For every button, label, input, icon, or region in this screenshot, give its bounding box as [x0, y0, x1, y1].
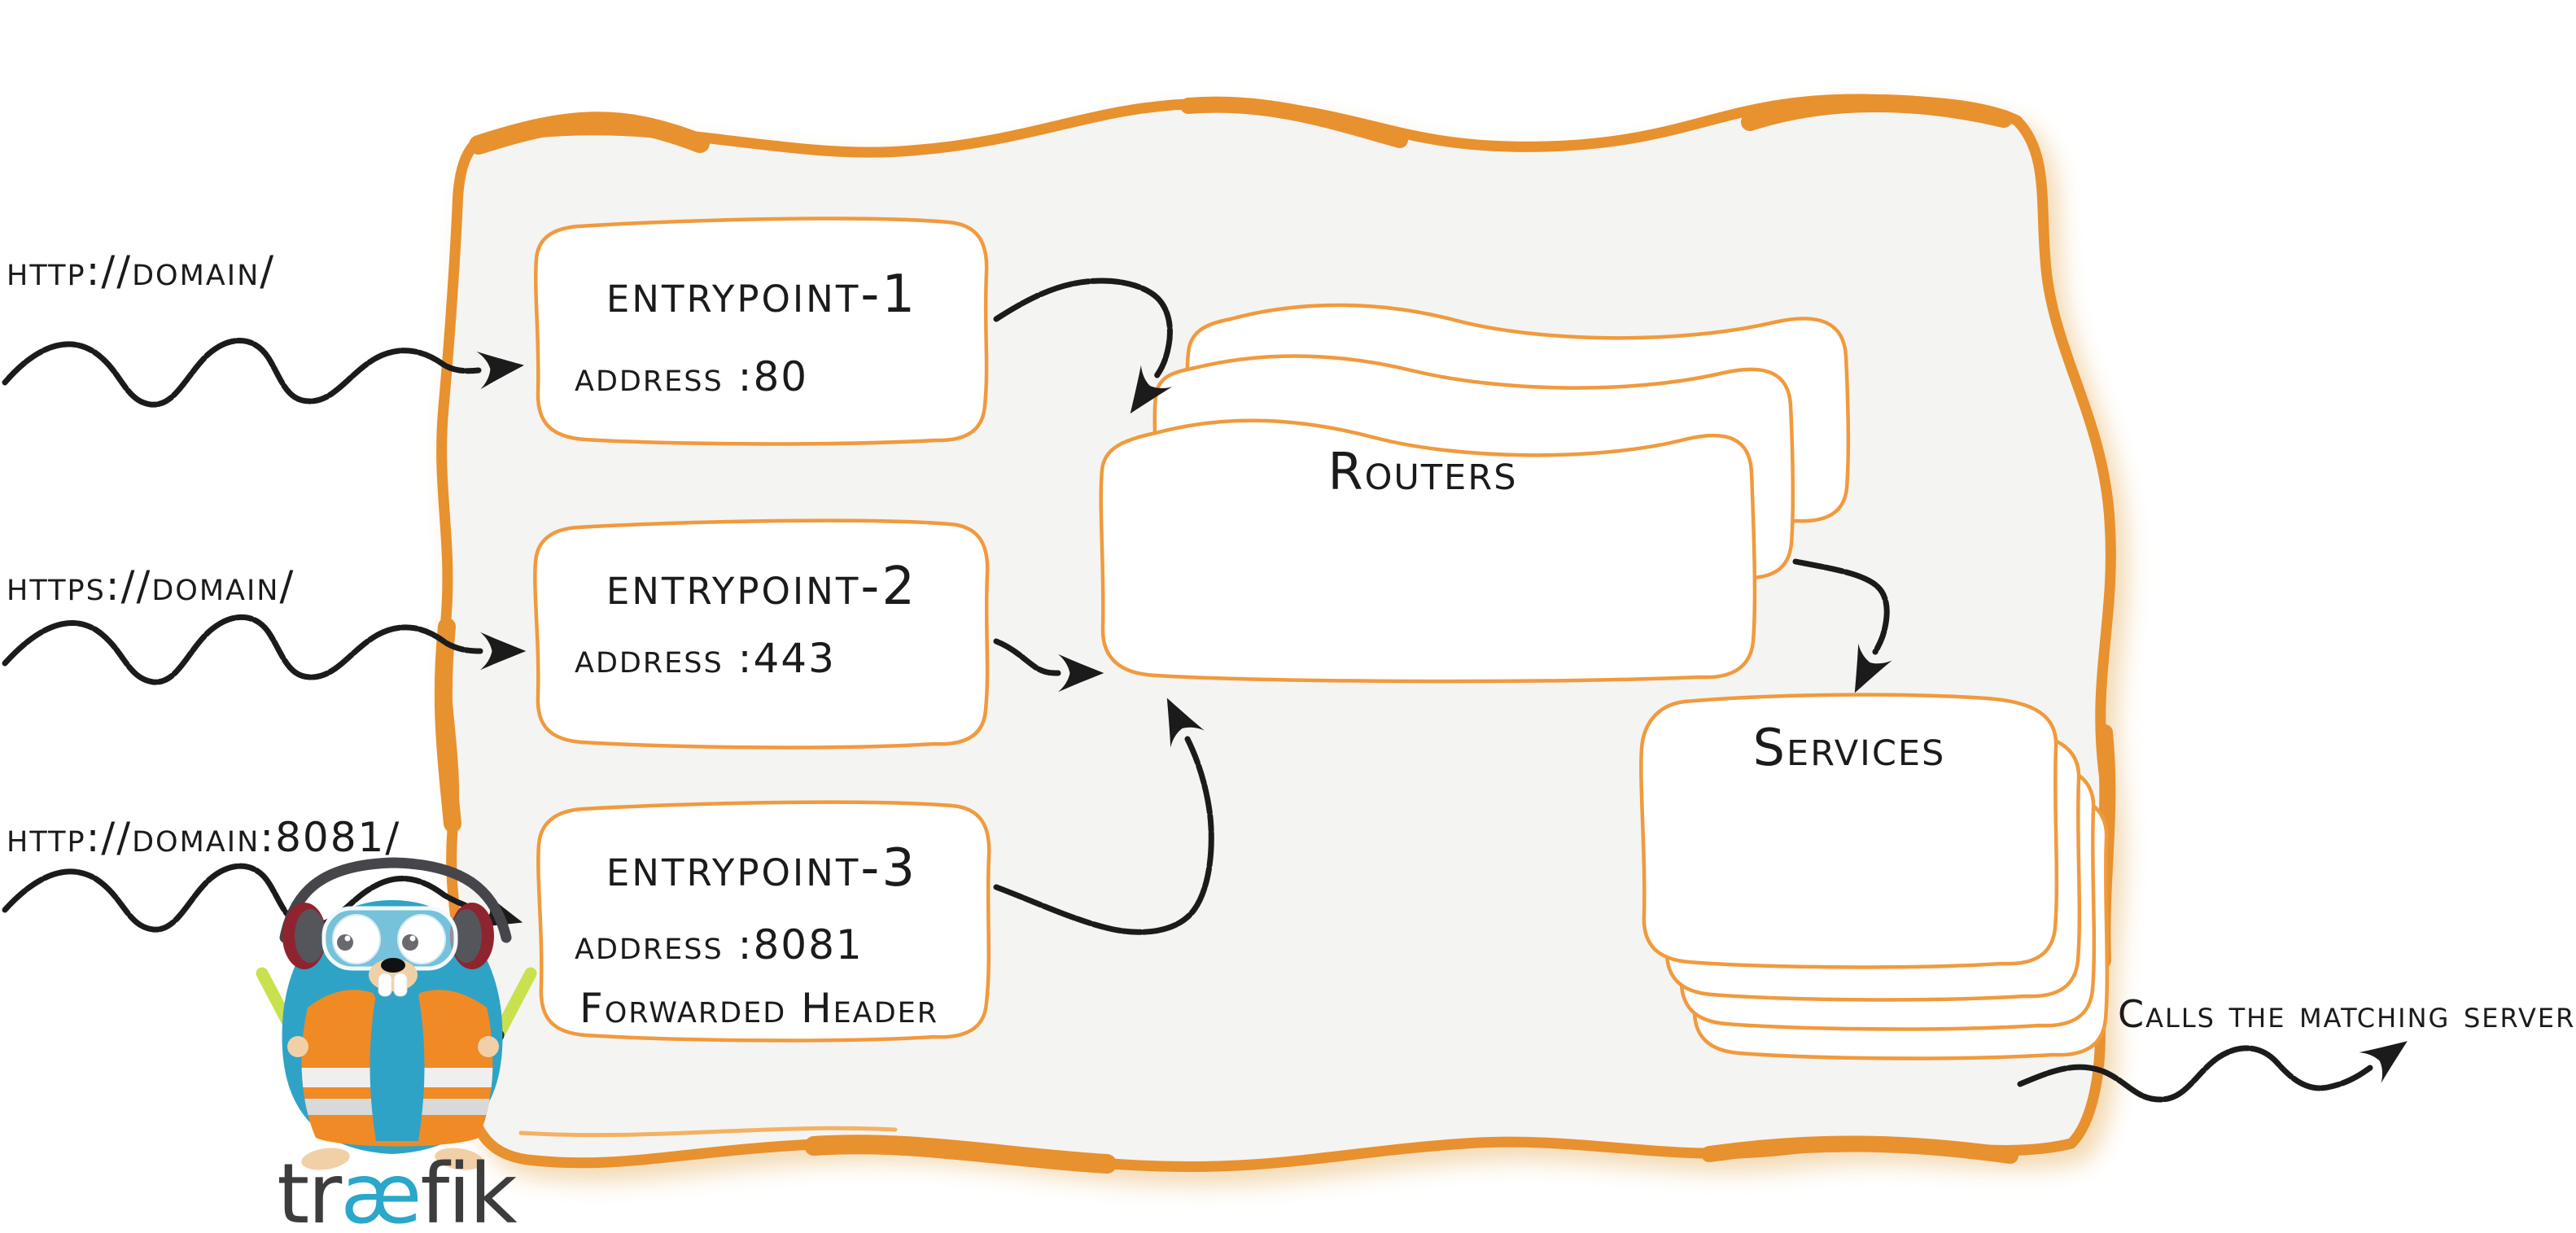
- outbound: Calls the matching server: [2017, 992, 2575, 1103]
- mascot-chest: [370, 995, 425, 1141]
- entrypoint-1-border: [534, 216, 989, 446]
- entrypoint-3-box: entrypoint-3 address :8081 Forwarded Hea…: [536, 800, 991, 1043]
- entrypoint-1-address: address :80: [575, 353, 808, 400]
- entrypoint-1-box: entrypoint-1 address :80: [534, 216, 989, 446]
- brush-accent-bottom-mid: [804, 1135, 1117, 1174]
- entrypoint-1-title: entrypoint-1: [606, 265, 917, 325]
- outbound-label: Calls the matching server: [2118, 992, 2575, 1036]
- mascot-tooth-left: [378, 973, 392, 997]
- entrypoint-2-border: [533, 518, 990, 750]
- entrypoint-2-address: address :443: [575, 635, 836, 682]
- entrypoint-2-title: entrypoint-2: [606, 557, 917, 617]
- mascot-foot-right: [435, 1148, 483, 1170]
- request-label-https: https://domain/: [7, 562, 295, 610]
- routers-stack: Routers: [1099, 303, 1851, 684]
- mascot-pupil-left: [337, 934, 353, 951]
- mascot-earcup-right: [451, 909, 482, 963]
- request-arrow-http: [2, 338, 524, 408]
- request-arrow-https: [2, 614, 527, 685]
- brush-inner-line: [518, 1126, 898, 1138]
- entrypoint-3-address: address :8081: [575, 921, 864, 968]
- mascot-eye-right: [397, 914, 446, 964]
- mascot-headphone-band: [279, 857, 512, 943]
- request-arrow-http-8081: [2, 863, 523, 933]
- mascot-foot-left: [301, 1148, 350, 1170]
- wordmark-post: fik: [420, 1146, 517, 1233]
- routers-box-front: [1099, 418, 1757, 684]
- outbound-arrow: [2017, 1041, 2408, 1103]
- entrypoint-3-title: entrypoint-3: [606, 838, 917, 899]
- mascot-tooth-right: [393, 973, 408, 997]
- entrypoint-3-border: [536, 800, 991, 1043]
- mascot-eye-left: [332, 914, 381, 964]
- incoming-requests: http://domain/ https://domain/ http://do…: [2, 247, 527, 933]
- brush-accent-top-right: [1741, 94, 2013, 131]
- flow-entrypoint3-to-routers: [993, 697, 1214, 935]
- mascot-hand-right: [478, 1036, 499, 1057]
- request-label-http-8081: http://domain:8081/: [7, 814, 400, 861]
- internal-flows: [993, 278, 1892, 935]
- request-label-http: http://domain/: [7, 247, 275, 295]
- brush-accent-top-mid: [1180, 96, 1408, 148]
- flow-entrypoint2-to-routers: [993, 638, 1104, 693]
- wordmark-pre: tr: [277, 1146, 342, 1233]
- traefik-mascot: [256, 857, 537, 1170]
- mascot-pupil-right: [402, 934, 418, 951]
- flow-entrypoint1-to-routers: [993, 278, 1173, 414]
- brush-accent-top-left: [469, 111, 710, 155]
- entrypoint-3-forwarded-header: Forwarded Header: [579, 985, 938, 1032]
- entrypoint-2-box: entrypoint-2 address :443: [533, 518, 990, 750]
- brush-accent-bottom-right: [1701, 1135, 2018, 1164]
- mascot-earcup-left: [295, 909, 326, 963]
- wordmark-ae: æ: [340, 1146, 420, 1233]
- flow-routers-to-services: [1792, 558, 1892, 693]
- services-label: Services: [1753, 718, 1946, 777]
- mascot-pupil-left-glint: [344, 935, 351, 942]
- traefik-wordmark: træfik: [277, 1146, 517, 1233]
- mascot-glowstick-right: [492, 967, 537, 1042]
- mascot-nose: [381, 958, 405, 973]
- brush-accent-left-mid: [434, 618, 461, 833]
- mascot-pupil-right-glint: [409, 935, 416, 942]
- mascot-hand-left: [287, 1036, 308, 1057]
- services-stack: Services: [1641, 695, 2107, 1059]
- routers-label: Routers: [1327, 442, 1517, 501]
